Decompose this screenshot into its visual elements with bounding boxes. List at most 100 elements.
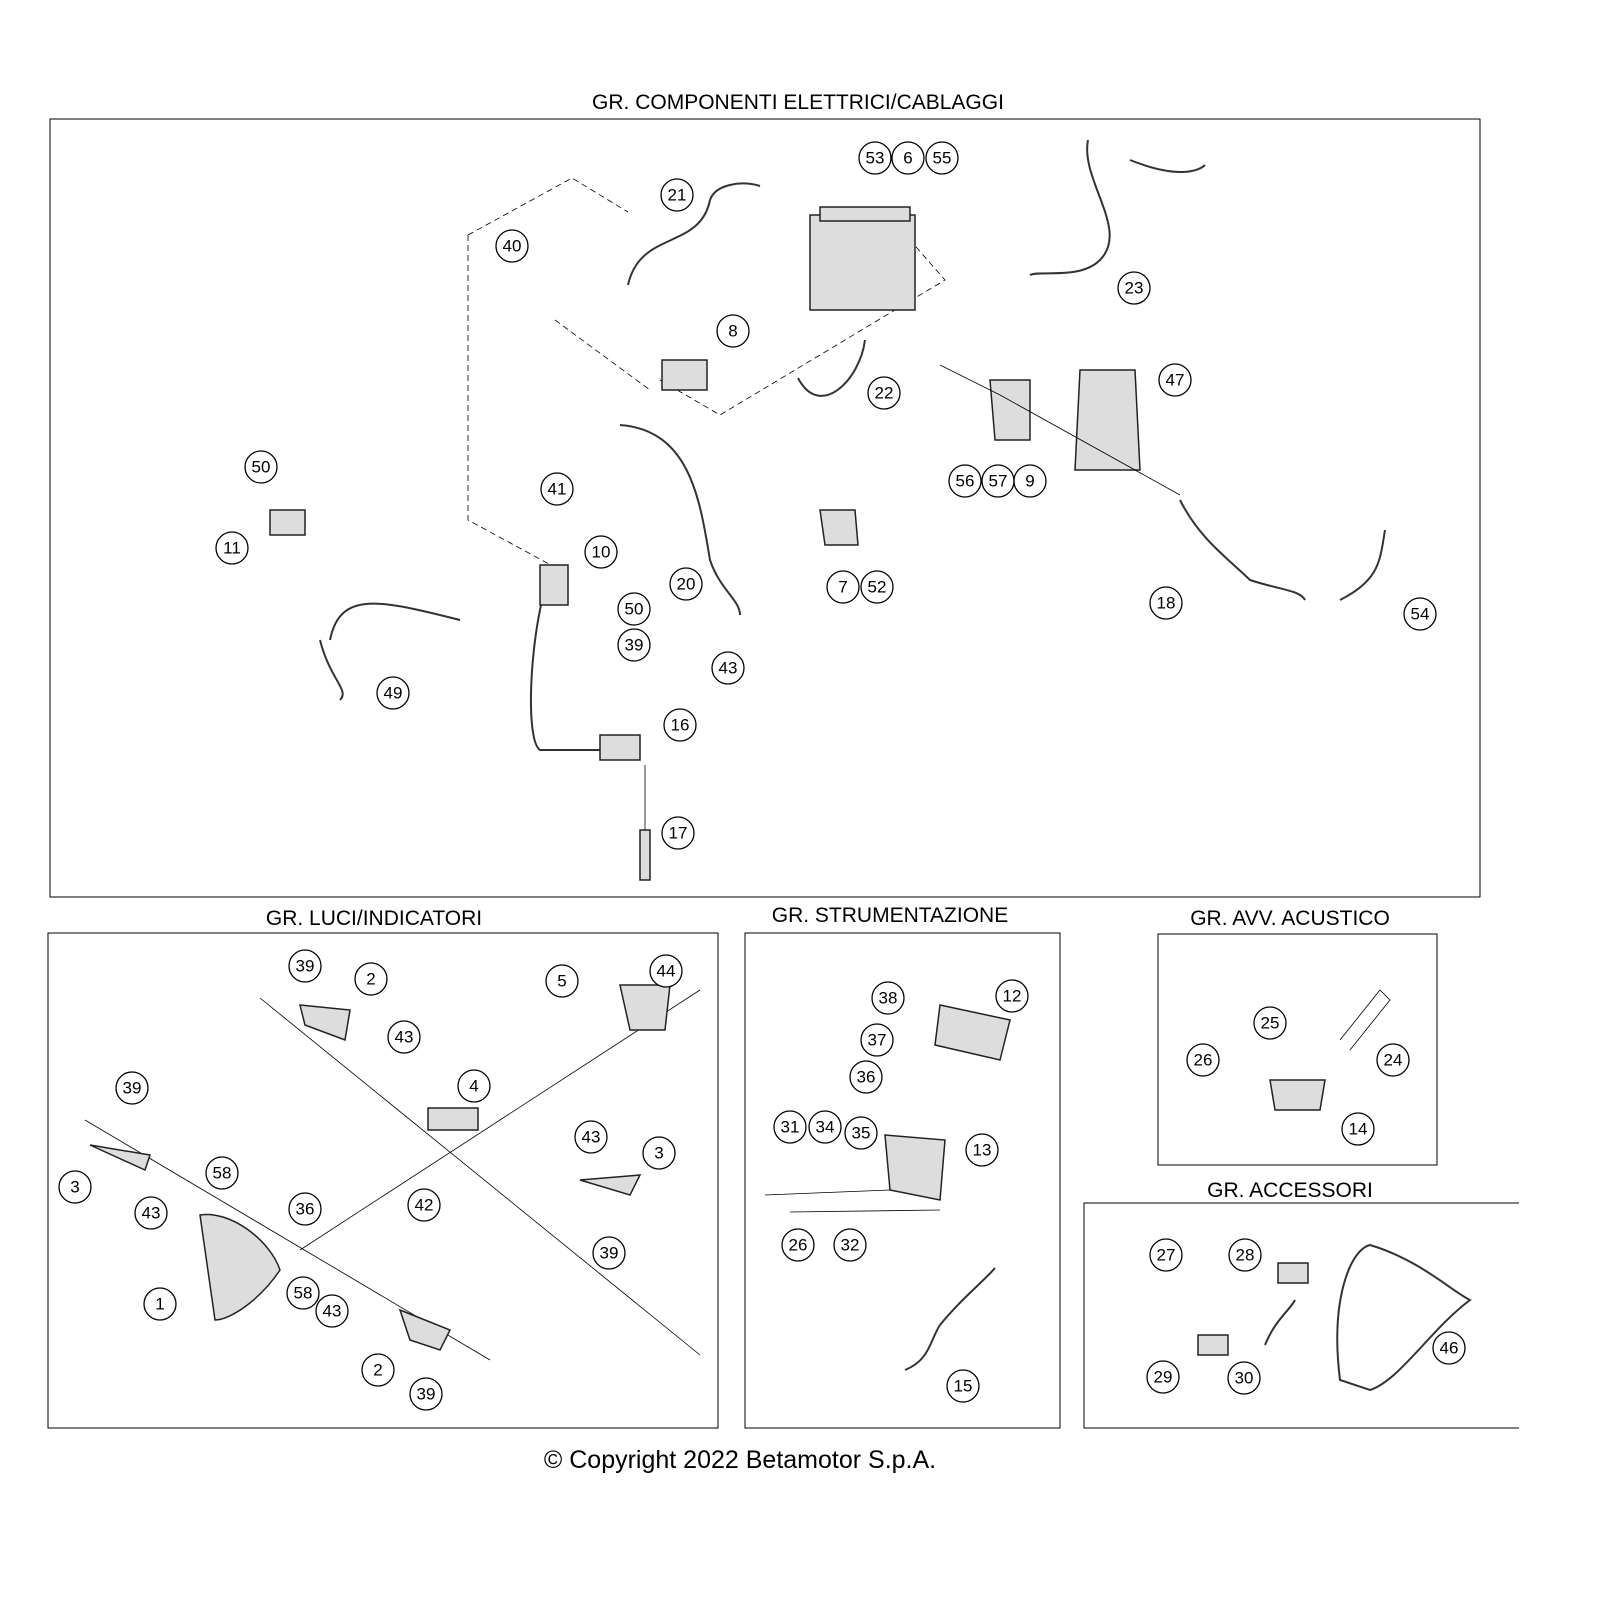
callout-label: 3	[654, 1144, 663, 1163]
callout-circle	[205, 1156, 239, 1190]
callout-circle	[409, 1377, 443, 1411]
callout-label: 40	[503, 237, 522, 256]
callout-circle	[540, 472, 574, 506]
callout-circle	[134, 1196, 168, 1230]
callout-label: 39	[625, 636, 644, 655]
callout-label: 1	[155, 1295, 164, 1314]
callout-circle	[1149, 1238, 1183, 1272]
callout-luci-36: 36	[288, 1192, 322, 1226]
callout-label: 36	[857, 1068, 876, 1087]
callout-label: 43	[719, 659, 738, 678]
callout-label: 12	[1003, 987, 1022, 1006]
callout-strumentazione-34: 34	[808, 1110, 842, 1144]
callout-label: 43	[142, 1204, 161, 1223]
relay-part	[661, 359, 708, 391]
callout-circle	[891, 141, 925, 175]
callout-circle	[867, 376, 901, 410]
copyright-text: © Copyright 2022 Betamotor S.p.A.	[543, 1446, 937, 1474]
callout-circle	[1158, 363, 1192, 397]
callout-circle	[860, 570, 894, 604]
callout-circle	[1117, 271, 1151, 305]
callout-label: 32	[841, 1236, 860, 1255]
callout-label: 13	[973, 1141, 992, 1160]
callout-label: 17	[669, 824, 688, 843]
callout-label: 9	[1025, 472, 1034, 491]
callout-main-9: 9	[1013, 464, 1047, 498]
callout-circle	[1253, 1006, 1287, 1040]
callout-circle	[584, 535, 618, 569]
callout-circle	[1341, 1112, 1375, 1146]
callout-label: 56	[956, 472, 975, 491]
callout-label: 26	[1194, 1051, 1213, 1070]
callout-label: 23	[1125, 279, 1144, 298]
callout-luci-58: 58	[205, 1156, 239, 1190]
callout-circle	[495, 229, 529, 263]
callout-label: 30	[1235, 1369, 1254, 1388]
callout-main-50: 50	[244, 450, 278, 484]
callout-luci-2: 2	[361, 1353, 395, 1387]
callout-circle	[244, 450, 278, 484]
callout-label: 47	[1166, 371, 1185, 390]
callout-label: 14	[1349, 1120, 1368, 1139]
callout-circle	[1013, 464, 1047, 498]
callout-label: 34	[816, 1118, 835, 1137]
callout-circle	[925, 141, 959, 175]
callout-luci-43: 43	[574, 1120, 608, 1154]
callout-label: 39	[600, 1244, 619, 1263]
callout-label: 41	[548, 480, 567, 499]
callout-circle	[315, 1294, 349, 1328]
callout-circle	[649, 954, 683, 988]
spark-plug-part	[639, 829, 651, 881]
callout-label: 37	[868, 1031, 887, 1050]
callout-label: 20	[677, 575, 696, 594]
callout-circle	[808, 1110, 842, 1144]
callout-circle	[457, 1069, 491, 1103]
callout-label: 50	[625, 600, 644, 619]
callout-main-50: 50	[617, 592, 651, 626]
callout-luci-44: 44	[649, 954, 683, 988]
callout-luci-39: 39	[592, 1236, 626, 1270]
instrument-part	[934, 1004, 1011, 1061]
part-drawings	[84, 139, 1472, 1392]
section-title-strumentazione: GR. STRUMENTAZIONE	[772, 904, 1008, 927]
callout-main-11: 11	[215, 531, 249, 565]
callout-avv_acustico-24: 24	[1376, 1043, 1410, 1077]
callout-circle	[58, 1170, 92, 1204]
callout-label: 3	[70, 1178, 79, 1197]
callout-strumentazione-31: 31	[773, 1110, 807, 1144]
callout-label: 28	[1236, 1246, 1255, 1265]
callout-circle	[592, 1236, 626, 1270]
callout-label: 43	[582, 1128, 601, 1147]
callout-luci-2: 2	[354, 962, 388, 996]
callout-circle	[642, 1136, 676, 1170]
callout-avv_acustico-26: 26	[1186, 1043, 1220, 1077]
callout-main-16: 16	[663, 708, 697, 742]
callout-circle	[1149, 586, 1183, 620]
callout-label: 39	[296, 957, 315, 976]
callout-main-22: 22	[867, 376, 901, 410]
callout-main-52: 52	[860, 570, 894, 604]
callout-luci-3: 3	[58, 1170, 92, 1204]
callout-strumentazione-13: 13	[965, 1133, 999, 1167]
callout-circle	[387, 1020, 421, 1054]
callout-luci-42: 42	[407, 1188, 441, 1222]
callout-label: 31	[781, 1118, 800, 1137]
callout-label: 39	[417, 1385, 436, 1404]
callout-luci-3: 3	[642, 1136, 676, 1170]
callout-label: 11	[223, 539, 241, 558]
callout-strumentazione-32: 32	[833, 1228, 867, 1262]
callout-circle	[833, 1228, 867, 1262]
callout-main-23: 23	[1117, 271, 1151, 305]
callout-main-41: 41	[540, 472, 574, 506]
callout-luci-43: 43	[387, 1020, 421, 1054]
callout-label: 44	[657, 962, 676, 981]
callout-circle	[143, 1287, 177, 1321]
section-title-avv-acustico: GR. AVV. ACUSTICO	[1190, 907, 1390, 930]
callout-circle	[661, 816, 695, 850]
callout-circle	[354, 962, 388, 996]
callout-label: 53	[866, 149, 885, 168]
callout-luci-1: 1	[143, 1287, 177, 1321]
callout-strumentazione-37: 37	[860, 1023, 894, 1057]
callout-label: 2	[366, 970, 375, 989]
